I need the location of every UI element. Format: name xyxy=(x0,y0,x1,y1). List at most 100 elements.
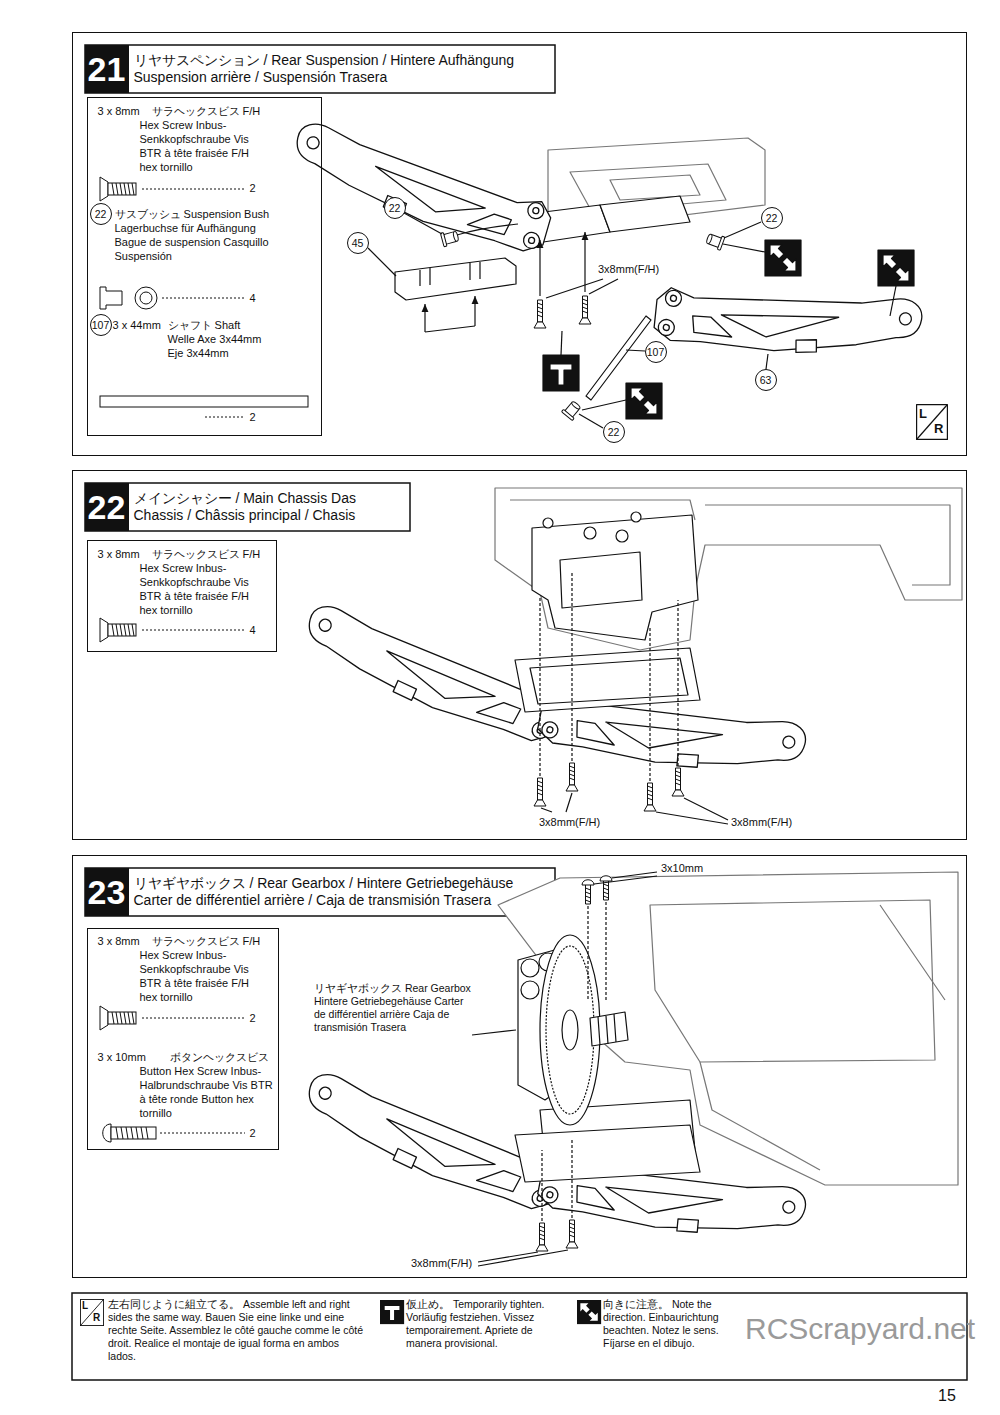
rear-suspension-drawing xyxy=(420,262,480,286)
rear-gearbox-drawing xyxy=(594,872,657,884)
rear-gearbox-drawing xyxy=(566,1220,578,1248)
rear-suspension-drawing xyxy=(626,383,662,419)
legend-text: 左右同じように組立てる。 Assemble left and right sid… xyxy=(108,1298,370,1363)
parts-icon xyxy=(111,1127,156,1139)
parts-icon xyxy=(100,287,122,309)
part-label: リヤギヤボックス Rear Gearbox Hintere Getriebege… xyxy=(313,982,475,1034)
rear-gearbox-drawing xyxy=(515,1125,700,1182)
part-size: 3 x 8mm xyxy=(98,104,140,118)
main-chassis-drawing xyxy=(532,515,698,640)
main-chassis-drawing xyxy=(495,488,962,650)
parts-icon xyxy=(100,177,308,1142)
rear-suspension-drawing xyxy=(765,240,801,276)
part-quantity: 4 xyxy=(250,623,256,637)
part-size: 3 x 44mm xyxy=(113,318,161,332)
part-quantity: 2 xyxy=(250,410,256,424)
parts-list-box: 3 x 8mmサラヘックスビス F/H Hex Screw Inbus-Senk… xyxy=(87,928,279,1150)
callout-number: 22 xyxy=(761,207,783,229)
parts-list-box: 22 107 3 x 8mmサラヘックスビス F/H Hex Screw Inbus… xyxy=(87,97,322,436)
parts-icon xyxy=(140,292,152,304)
rear-gearbox-drawing xyxy=(472,1030,516,1035)
side-letter: R xyxy=(934,421,943,437)
quantity-leader xyxy=(162,298,245,299)
header-frame xyxy=(85,868,555,916)
parts-icon xyxy=(100,177,108,201)
rear-suspension-drawing xyxy=(425,326,475,332)
main-chassis-drawing xyxy=(295,488,962,824)
rear-suspension-drawing xyxy=(539,240,540,296)
rear-suspension-drawing xyxy=(546,279,603,298)
callout-number: 22 xyxy=(603,421,625,443)
rear-gearbox-drawing xyxy=(546,946,594,1114)
rear-suspension-drawing xyxy=(589,279,618,294)
page-number: 15 xyxy=(938,1386,956,1405)
main-chassis-drawing xyxy=(616,530,628,542)
callout-label: 22 xyxy=(762,208,782,228)
part-size: 3 x 8mm xyxy=(98,547,140,561)
main-chassis-drawing xyxy=(672,768,684,796)
part-name: サラヘックスビス F/H Hex Screw Inbus-Senkkopfsch… xyxy=(140,104,270,174)
rear-suspension-drawing xyxy=(626,350,645,351)
part-quantity: 2 xyxy=(250,1011,256,1025)
rear-gearbox-drawing xyxy=(598,1014,616,1045)
rear-suspension-drawing xyxy=(705,232,725,251)
rear-gearbox-drawing xyxy=(295,872,958,1271)
rear-suspension-drawing xyxy=(584,232,585,292)
rear-suspension-drawing xyxy=(600,196,690,232)
parts-icon xyxy=(112,183,134,195)
main-chassis-drawing xyxy=(530,658,688,704)
parts-icon xyxy=(112,624,134,636)
part-quantity: 4 xyxy=(250,291,256,305)
parts-icon xyxy=(108,624,136,636)
main-chassis-drawing xyxy=(644,783,656,811)
part-name: シャフト Shaft Welle Axe 3x44mm Eje 3x44mm xyxy=(168,318,268,360)
rear-suspension-drawing xyxy=(424,304,425,332)
callout-number: 107 xyxy=(645,341,667,363)
header-frame xyxy=(85,45,555,93)
step-number-block xyxy=(85,483,129,531)
rear-suspension-drawing xyxy=(440,229,459,247)
step-panel: 3 x 8mmサラヘックスビス F/H Hex Screw Inbus-Senk… xyxy=(72,470,967,840)
part-quantity: 2 xyxy=(250,1126,256,1140)
side-letter: L xyxy=(82,1300,88,1312)
rear-suspension-drawing xyxy=(285,121,560,255)
part-size: 3 x 8mm xyxy=(98,934,140,948)
rear-suspension-drawing xyxy=(474,296,475,326)
legend-icon xyxy=(80,1299,103,1325)
rear-gearbox-drawing xyxy=(590,1012,628,1046)
rear-suspension-drawing xyxy=(543,355,579,391)
step-title: リヤサスペンション / Rear Suspension / Hintere Au… xyxy=(134,52,549,86)
step-panel: 3 x 8mmサラヘックスビス F/H Hex Screw Inbus-Senk… xyxy=(72,855,967,1278)
rear-suspension-drawing xyxy=(457,224,518,235)
rear-suspension-drawing xyxy=(368,248,396,276)
step-number-block xyxy=(85,868,129,916)
rear-suspension-drawing xyxy=(890,286,896,316)
rear-gearbox-drawing xyxy=(562,1010,578,1050)
callout-label: 107 xyxy=(91,315,111,335)
rear-suspension-drawing xyxy=(404,213,442,234)
rear-suspension-drawing xyxy=(723,244,765,252)
rear-gearbox-drawing xyxy=(498,872,958,1185)
header-frame xyxy=(72,45,967,1380)
quantity-leader xyxy=(142,1018,245,1019)
quantity-leader xyxy=(160,1133,245,1134)
rear-suspension-drawing xyxy=(917,405,948,440)
main-chassis-drawing xyxy=(534,778,546,806)
rear-suspension-drawing xyxy=(610,175,700,200)
part-size: 3 x 10mm xyxy=(98,1050,146,1064)
main-chassis-drawing xyxy=(584,527,596,539)
rear-gearbox-drawing xyxy=(582,880,594,904)
callout-label: 45 xyxy=(348,233,368,253)
rear-gearbox-drawing xyxy=(600,876,612,900)
quantity-leader xyxy=(205,417,245,418)
main-chassis-drawing xyxy=(566,763,578,791)
legend-text: 向きに注意。 Note the direction. Einbaurichtun… xyxy=(603,1298,733,1350)
callout-number: 22 xyxy=(384,197,406,219)
rear-suspension-drawing xyxy=(724,222,761,238)
part-name: サラヘックスビス F/H Hex Screw Inbus-Senkkopfsch… xyxy=(140,934,270,1004)
dimension-label: 3x8mm(F/H) xyxy=(597,262,660,276)
parts-icon xyxy=(135,287,157,309)
callout-number: 22 xyxy=(90,203,112,225)
legend-text: 仮止め。 Temporarily tighten. Vorläufig fest… xyxy=(406,1298,571,1350)
rear-suspension-drawing xyxy=(582,400,626,410)
